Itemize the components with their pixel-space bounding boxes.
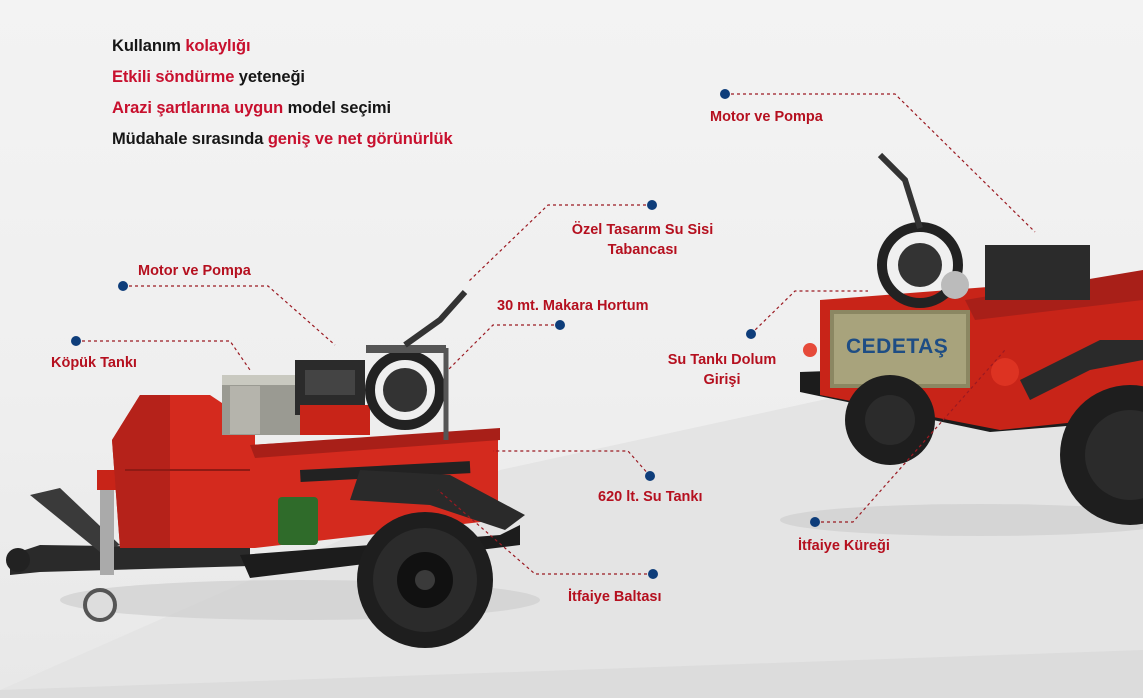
- callout-su-tanki: 620 lt. Su Tankı: [598, 489, 703, 505]
- callout-kopuk-tanki: Köpük Tankı: [51, 355, 137, 371]
- callout-itfaiye-baltasi: İtfaiye Baltası: [568, 589, 662, 605]
- leader-kurek: [815, 349, 1006, 523]
- feature-3-highlight: Arazi şartlarına uygun: [112, 99, 284, 117]
- callout-makara-hortum: 30 mt. Makara Hortum: [497, 298, 649, 314]
- callout-su-sisi-tabancasi: Özel Tasarım Su Sisi Tabancası: [571, 222, 714, 258]
- callout-itfaiye-kuregi: İtfaiye Küreği: [798, 538, 890, 554]
- feature-2-text: yeteneği: [234, 68, 305, 86]
- callout-motor-pompa-right: Motor ve Pompa: [710, 109, 823, 125]
- leader-su-tanki: [493, 450, 651, 477]
- feature-line-4: Müdahale sırasında geniş ve net görünürl…: [112, 130, 453, 149]
- leader-motor-left: [123, 285, 336, 346]
- leader-makara: [447, 324, 560, 371]
- feature-2-highlight: Etkili söndürme: [112, 68, 235, 86]
- leader-motor-right: [725, 93, 1036, 233]
- feature-line-2: Etkili söndürme yeteneği: [112, 68, 305, 87]
- callout-motor-pompa-left: Motor ve Pompa: [138, 263, 251, 279]
- dot-motor-left: [118, 281, 128, 291]
- feature-line-3: Arazi şartlarına uygun model seçimi: [112, 99, 391, 118]
- callout-su-tanki-dolum-girisi: Su Tankı Dolum Girişi: [667, 352, 777, 388]
- feature-3-text: model seçimi: [283, 99, 391, 117]
- dot-makara: [555, 320, 565, 330]
- feature-4-highlight: geniş ve net görünürlük: [267, 130, 453, 148]
- feature-4-text: Müdahale sırasında: [112, 130, 268, 148]
- dot-motor-right: [720, 89, 730, 99]
- dot-kurek: [810, 517, 820, 527]
- feature-1-text: Kullanım: [112, 37, 186, 55]
- dot-dolum: [746, 329, 756, 339]
- leader-tabanca: [467, 204, 652, 283]
- dot-kopuk: [71, 336, 81, 346]
- brand-plate-text: CEDETAŞ: [846, 335, 949, 358]
- feature-line-1: Kullanım kolaylığı: [112, 37, 251, 56]
- dot-balta: [648, 569, 658, 579]
- dot-tabanca: [647, 200, 657, 210]
- dot-su-tanki: [645, 471, 655, 481]
- feature-1-highlight: kolaylığı: [185, 37, 251, 55]
- left-trailer-image: [6, 290, 540, 648]
- leader-dolum: [750, 290, 868, 335]
- right-trailer-image: [780, 152, 1143, 536]
